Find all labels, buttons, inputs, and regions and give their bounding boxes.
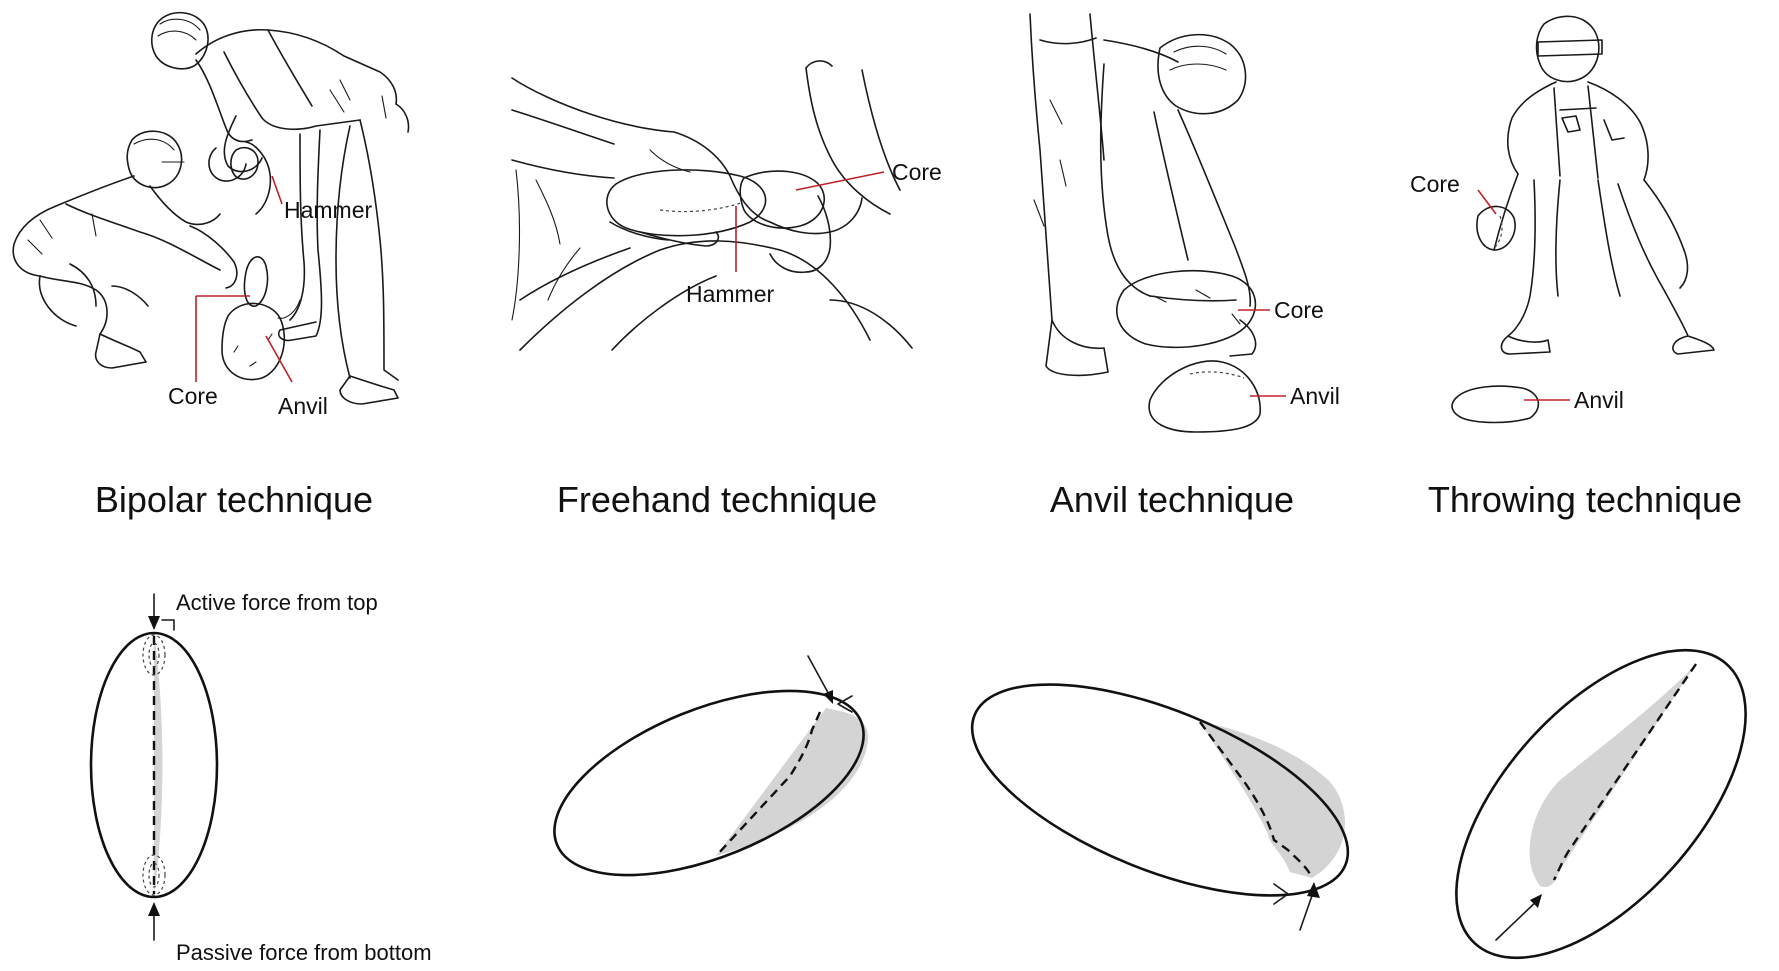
bipolar-core-stone: [243, 256, 269, 307]
freehand-core-stone: [739, 170, 825, 229]
throwing-core-outline: [1455, 648, 1747, 960]
standing-thrower-drawing: [1493, 15, 1715, 355]
label-passive-force: Passive force from bottom: [176, 940, 432, 965]
label-hammer-bipolar: Hammer: [284, 197, 373, 223]
anvil-fracture-schematic: [970, 683, 1350, 931]
anvil-fracture-line: [1199, 721, 1314, 879]
anvil-illustration: Core Anvil: [1029, 13, 1340, 433]
throwing-fracture-schematic: [1455, 648, 1747, 960]
throwing-fracture-line: [1552, 663, 1697, 881]
seated-knapper-drawing: [511, 60, 913, 351]
bipolar-flake-scar: [154, 633, 163, 896]
label-active-force: Active force from top: [176, 590, 378, 615]
bipolar-anvil-stone: [221, 302, 286, 381]
freehand-flake-scar: [716, 708, 869, 856]
label-anvil-bipolar: Anvil: [278, 393, 328, 419]
label-core-freehand: Core: [892, 159, 942, 185]
anvil-core-outline: [970, 683, 1350, 897]
caption-freehand: Freehand technique: [557, 479, 877, 520]
throwing-illustration: Core Anvil: [1410, 15, 1715, 424]
bipolar-illustration: Hammer Core Anvil: [12, 11, 410, 419]
label-hammer-freehand: Hammer: [686, 281, 775, 307]
freehand-illustration: Core Hammer: [511, 60, 942, 351]
label-anvil-throwing: Anvil: [1574, 387, 1624, 413]
freehand-hammer-stone: [606, 169, 767, 237]
anvil-technique-core-stone: [1115, 269, 1257, 349]
anvil-technique-anvil-stone: [1148, 360, 1261, 433]
throwing-flake-scar: [1529, 664, 1696, 888]
bipolar-fracture-schematic: [89, 593, 219, 941]
bent-over-knapper-drawing: [1029, 13, 1257, 377]
freehand-fracture-line: [715, 711, 822, 857]
freehand-fracture-schematic: [553, 655, 869, 877]
freehand-core-outline: [553, 689, 865, 877]
crouching-figure-drawing: [12, 130, 238, 369]
caption-bipolar: Bipolar technique: [95, 479, 373, 520]
throwing-core-stone: [1476, 205, 1516, 251]
caption-anvil: Anvil technique: [1050, 479, 1294, 520]
label-core-bipolar: Core: [168, 383, 218, 409]
standing-figure-drawing: [150, 11, 410, 405]
throwing-anvil-stone: [1451, 385, 1540, 424]
bipolar-hammer-stone: [230, 146, 259, 180]
anvil-flake-scar: [1200, 722, 1345, 878]
label-anvil-anvil: Anvil: [1290, 383, 1340, 409]
bipolar-core-outline: [89, 631, 219, 899]
caption-throwing: Throwing technique: [1428, 479, 1742, 520]
label-core-anvil: Core: [1274, 297, 1324, 323]
label-core-throwing: Core: [1410, 171, 1460, 197]
